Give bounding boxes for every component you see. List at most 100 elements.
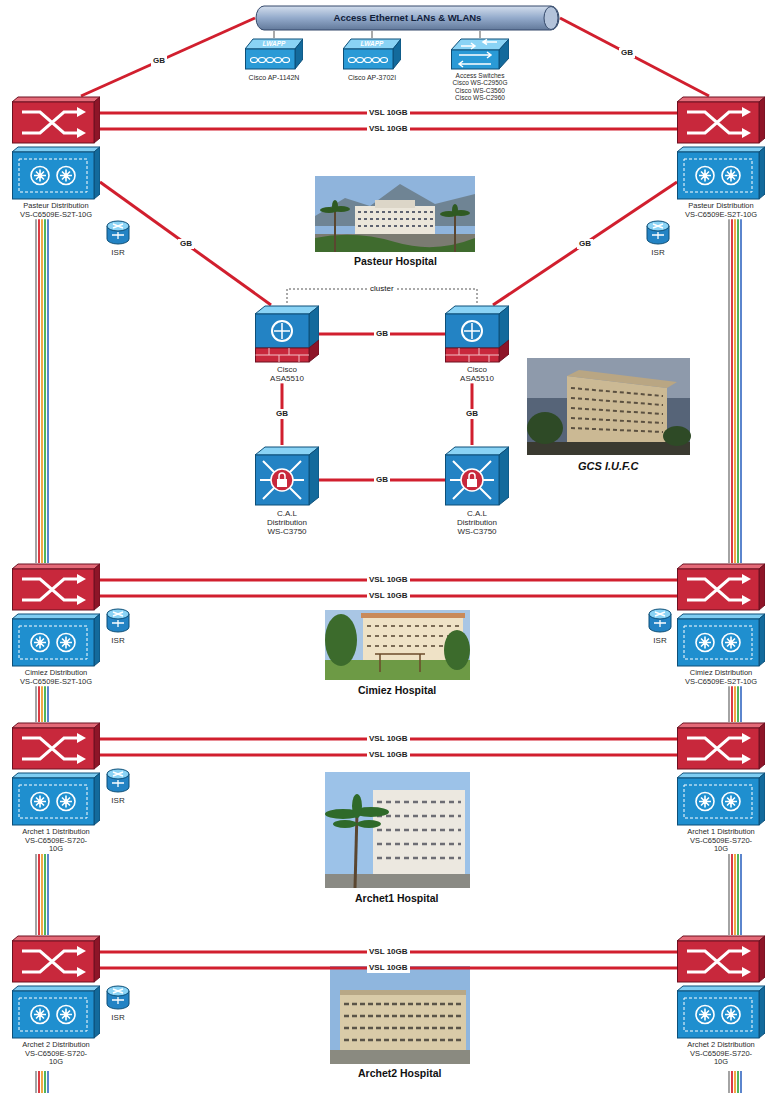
pasteur-photo-part: [315, 184, 475, 226]
gcs-photo-part-part: [571, 408, 663, 414]
cal-switch: C.A.L Distribution WS-C3750: [445, 445, 509, 537]
link-label: VSL 10GB: [367, 734, 410, 744]
distribution-switch: Pasteur Distribution VS-C6509E-S2T-10G: [677, 96, 765, 219]
distribution-switch: Archet 1 Distribution VS-C6509E-S720-10G: [677, 722, 765, 854]
gcs-photo-part-part: [663, 426, 691, 446]
distribution-switch-icon-part: [12, 986, 100, 991]
fiber-strand: [737, 686, 739, 722]
access-point-icon-part-part: [259, 58, 266, 63]
distribution-switch-icon-part-part: [699, 170, 737, 182]
cal-switch-icon-part: [499, 447, 509, 505]
fiber-strand: [47, 219, 49, 563]
pasteur-photo-part-part: [358, 211, 433, 213]
distribution-switch-icon-part: [94, 773, 100, 825]
distribution-switch-icon-part: [31, 167, 75, 185]
distribution-switch-icon: [12, 563, 100, 667]
cal-switch-icon-part: [256, 455, 310, 505]
fiber-bundle: [729, 686, 741, 722]
link-label: VSL 10GB: [367, 575, 410, 585]
distribution-switch-icon-part: [678, 778, 760, 825]
isr-router: ISR: [103, 220, 133, 257]
pasteur-photo-part: [315, 176, 475, 252]
distribution-switch-icon-part: [12, 97, 100, 102]
access-point-icon-part-part: [349, 58, 356, 63]
distribution-switch-icon-part: [684, 998, 752, 1031]
site-name: Archet1 Hospital: [355, 892, 438, 905]
asa-firewall-icon-part-part: [489, 355, 490, 362]
archet2-photo-part: [344, 1004, 462, 1040]
cimiez-photo-part-part: [444, 630, 470, 670]
distribution-switch-icon-part-part: [22, 951, 78, 972]
cal-switch-icon-part: [446, 455, 500, 505]
distribution-switch-icon-part-part: [34, 1009, 72, 1021]
distribution-switch-icon-part-part: [742, 595, 751, 605]
access-point-icon-part-part: [373, 58, 380, 63]
distribution-switch-icon-part: [13, 991, 95, 1038]
distribution-switch-icon-part: [94, 986, 100, 1038]
distribution-switch-icon-part: [678, 991, 760, 1038]
cal-switch-icon-part: [260, 461, 304, 499]
device-label: Cimiez Distribution VS-C6509E-S2T-10G: [18, 669, 94, 686]
cimiez-photo-part-part: [379, 654, 381, 672]
distribution-switch: Archet 2 Distribution VS-C6509E-S720-10G: [677, 935, 765, 1067]
distribution-switch-icon-part: [696, 793, 740, 811]
site-name: Archet2 Hospital: [358, 1067, 441, 1080]
fiber-strand: [35, 686, 37, 722]
distribution-switch-icon-part: [759, 773, 765, 825]
distribution-switch-icon-part: [678, 728, 760, 769]
gcs-photo-part: [527, 442, 690, 455]
cimiez-photo-part-part: [375, 653, 425, 655]
distribution-switch-icon-part-part: [34, 637, 72, 649]
distribution-switch-icon-part: [759, 147, 765, 199]
asa-firewall: Cisco ASA5510: [255, 305, 319, 383]
fiber-strand: [740, 219, 742, 563]
distribution-switch-icon-part-part: [687, 579, 743, 600]
fiber-strand: [35, 854, 37, 935]
archet2-photo-part: [330, 966, 470, 1064]
archet2-photo-part: [340, 990, 466, 995]
asa-firewall-icon: [445, 305, 509, 363]
cal-switch: C.A.L Distribution WS-C3750: [255, 445, 319, 537]
distribution-switch-icon-part-part: [742, 946, 751, 956]
fiber-strand: [734, 686, 736, 722]
asa-firewall: Cisco ASA5510: [445, 305, 509, 383]
distribution-switch-icon-part-part: [22, 579, 78, 600]
device-label: Archet 1 Distribution VS-C6509E-S720-10G: [683, 828, 759, 854]
device-label: ISR: [103, 1013, 133, 1022]
distribution-switch-icon-part: [94, 97, 100, 143]
isr-router-icon-part-part: [113, 989, 123, 993]
fiber-bundle: [729, 219, 741, 563]
isr-router: ISR: [103, 985, 133, 1022]
distribution-switch-icon-part: [22, 112, 78, 133]
pasteur-photo-part: [355, 206, 435, 236]
isr-router-icon-part: [649, 609, 671, 619]
access-point-icon-part: [343, 39, 401, 49]
asa-firewall-icon-part-part: [446, 355, 500, 356]
cimiez-photo: [325, 610, 470, 680]
gcs-photo-part-part: [571, 388, 663, 396]
distribution-switch-icon-part-part: [34, 796, 72, 808]
distribution-switch-icon-part: [696, 167, 740, 185]
device-label: ISR: [103, 796, 133, 805]
asa-firewall-icon-part: [255, 306, 319, 314]
cal-switch-icon-part-part: [260, 461, 304, 499]
distribution-switch-icon-part: [684, 785, 752, 818]
asa-firewall-icon-part: [446, 314, 500, 348]
bundle-continuation-part: [38, 1071, 40, 1093]
distribution-switch-icon-part: [696, 634, 740, 652]
distribution-switch-icon-part: [677, 773, 765, 778]
isr-router-icon-part-part: [653, 224, 663, 228]
fiber-strand: [38, 854, 40, 935]
device-label: Pasteur Distribution VS-C6509E-S2T-10G: [18, 202, 94, 219]
asa-firewall-icon-part-part: [469, 355, 470, 362]
fiber-strand: [737, 219, 739, 563]
fiber-strand: [35, 219, 37, 563]
distribution-switch-icon-part: [742, 946, 751, 977]
distribution-switch-icon-part: [13, 778, 95, 825]
distribution-switch-icon-part: [678, 941, 760, 982]
distribution-switch-icon-part: [31, 793, 75, 811]
isr-router-icon-part: [112, 997, 124, 1004]
isr-router-icon-part-part: [113, 772, 123, 776]
